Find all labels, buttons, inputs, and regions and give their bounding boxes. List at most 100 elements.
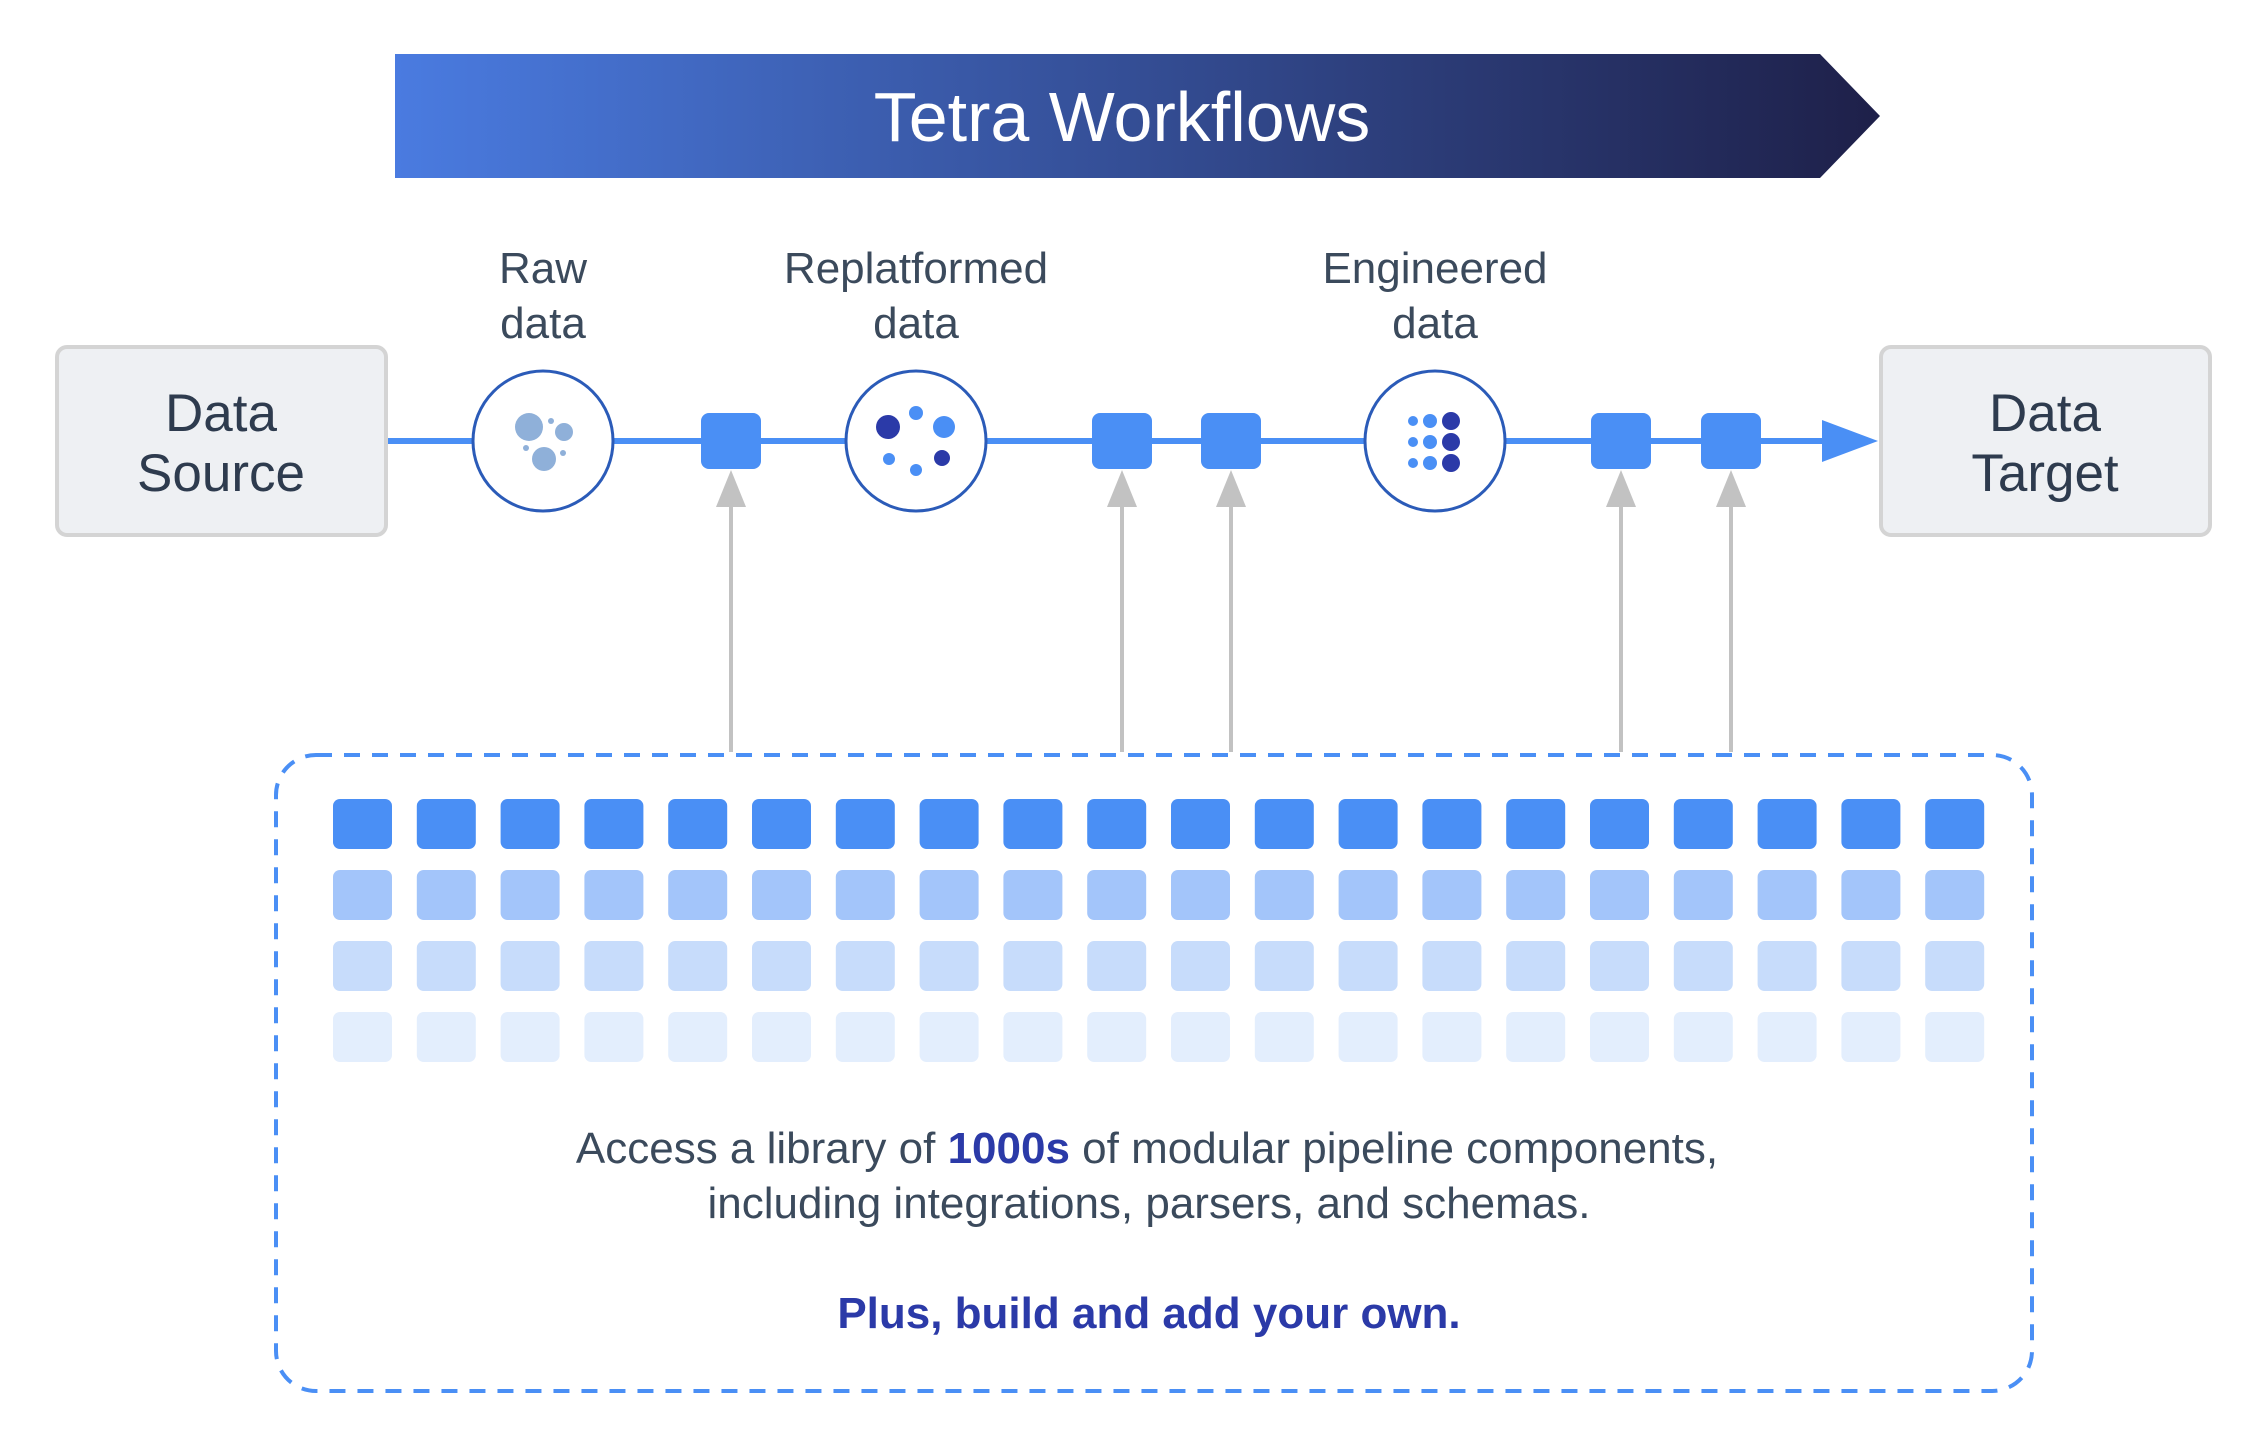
library-component-tile	[1590, 941, 1649, 991]
library-component-tile	[1087, 1012, 1147, 1062]
library-component-tile	[1506, 799, 1566, 849]
replatformed-data-label-line2: data	[873, 299, 959, 348]
library-component-tile	[333, 799, 392, 849]
library-component-tile	[668, 870, 728, 920]
library-component-tile	[1506, 941, 1566, 991]
library-component-tile	[416, 1012, 476, 1062]
library-component-tile	[1087, 941, 1147, 991]
library-component-tile	[1338, 941, 1398, 991]
library-component-tile	[416, 941, 476, 991]
pipeline-component-node	[1092, 413, 1152, 469]
library-component-tile	[1171, 870, 1230, 920]
library-component-tile	[1003, 1012, 1063, 1062]
library-component-tile	[1673, 1012, 1733, 1062]
library-component-tile	[1757, 941, 1817, 991]
library-component-tile	[1254, 799, 1314, 849]
library-tile-grid	[333, 799, 1985, 1062]
library-component-tile	[584, 799, 644, 849]
library-component-tile	[752, 870, 811, 920]
library-component-tile	[1422, 870, 1482, 920]
library-component-tile	[1422, 941, 1482, 991]
pipeline-arrowhead	[1822, 420, 1878, 462]
data-target-label-line2: Target	[1971, 444, 2119, 503]
data-source-label-line2: Source	[137, 444, 305, 503]
banner-title: Tetra Workflows	[874, 78, 1371, 156]
connector-arrows	[716, 470, 1746, 752]
library-component-tile	[1841, 1012, 1901, 1062]
pipeline-component-node	[1701, 413, 1761, 469]
library-component-tile	[1338, 799, 1398, 849]
connector-arrow	[1606, 470, 1636, 752]
connector-arrow	[1216, 470, 1246, 752]
raw-data-icon	[515, 413, 573, 471]
library-component-tile	[500, 799, 560, 849]
library-component-tile	[1338, 1012, 1398, 1062]
library-component-tile	[1171, 1012, 1230, 1062]
library-component-tile	[835, 870, 895, 920]
library-component-tile	[1338, 870, 1398, 920]
pipeline-component-node	[1201, 413, 1261, 469]
library-component-tile	[668, 799, 728, 849]
library-dashed-border	[274, 753, 2034, 1393]
stage-labels: Raw data Replatformed data Engineered da…	[499, 244, 1548, 348]
library-component-tile	[1003, 941, 1063, 991]
engineered-data-label-line1: Engineered	[1322, 244, 1547, 293]
library-component-tile	[752, 1012, 811, 1062]
replatformed-data-icon	[876, 406, 955, 476]
library-component-tile	[416, 799, 476, 849]
library-component-tile	[919, 941, 979, 991]
raw-data-label-line1: Raw	[499, 244, 587, 293]
engineered-data-node	[1363, 369, 1507, 513]
library-text-continued: of modular pipeline components,	[1070, 1124, 1718, 1173]
connector-arrow	[1107, 470, 1137, 752]
banner-arrow-shape	[395, 54, 1880, 178]
library-component-tile	[416, 870, 476, 920]
library-component-tile	[1171, 799, 1230, 849]
replatformed-data-node	[844, 369, 988, 513]
library-component-tile	[584, 870, 644, 920]
library-component-tile	[1506, 1012, 1566, 1062]
library-component-tile	[1757, 799, 1817, 849]
connector-arrow	[1716, 470, 1746, 752]
data-source-box: Data Source	[55, 345, 388, 537]
library-component-tile	[668, 1012, 728, 1062]
library-description-line2: including integrations, parsers, and sch…	[708, 1179, 1591, 1228]
library-component-tile	[1757, 870, 1817, 920]
library-component-tile	[1841, 799, 1901, 849]
library-component-tile	[835, 1012, 895, 1062]
library-component-tile	[1757, 1012, 1817, 1062]
library-component-tile	[1673, 870, 1733, 920]
component-library-panel: Access a library of 1000s of modular pip…	[274, 753, 2034, 1393]
raw-data-node	[471, 369, 615, 513]
library-component-tile	[1254, 941, 1314, 991]
library-component-tile	[1003, 870, 1063, 920]
library-component-tile	[1925, 799, 1985, 849]
library-count-highlight: 1000s	[948, 1124, 1070, 1173]
pipeline-components	[701, 413, 1761, 469]
library-component-tile	[835, 799, 895, 849]
library-component-tile	[919, 870, 979, 920]
library-component-tile	[1506, 870, 1566, 920]
library-component-tile	[668, 941, 728, 991]
library-component-tile	[1841, 941, 1901, 991]
pipeline-component-node	[701, 413, 761, 469]
library-component-tile	[1590, 870, 1649, 920]
connector-arrow	[716, 470, 746, 752]
library-component-tile	[500, 870, 560, 920]
replatformed-data-label-line1: Replatformed	[784, 244, 1048, 293]
library-component-tile	[1254, 870, 1314, 920]
library-component-tile	[1087, 799, 1147, 849]
engineered-data-icon	[1408, 412, 1460, 472]
data-source-label-line1: Data	[165, 384, 277, 443]
library-component-tile	[1590, 1012, 1649, 1062]
library-component-tile	[1254, 1012, 1314, 1062]
data-target-box: Data Target	[1879, 345, 2212, 537]
library-component-tile	[584, 941, 644, 991]
library-component-tile	[1673, 799, 1733, 849]
library-component-tile	[500, 1012, 560, 1062]
workflow-banner: Tetra Workflows	[395, 54, 1880, 178]
library-component-tile	[752, 941, 811, 991]
library-component-tile	[1590, 799, 1649, 849]
library-component-tile	[584, 1012, 644, 1062]
